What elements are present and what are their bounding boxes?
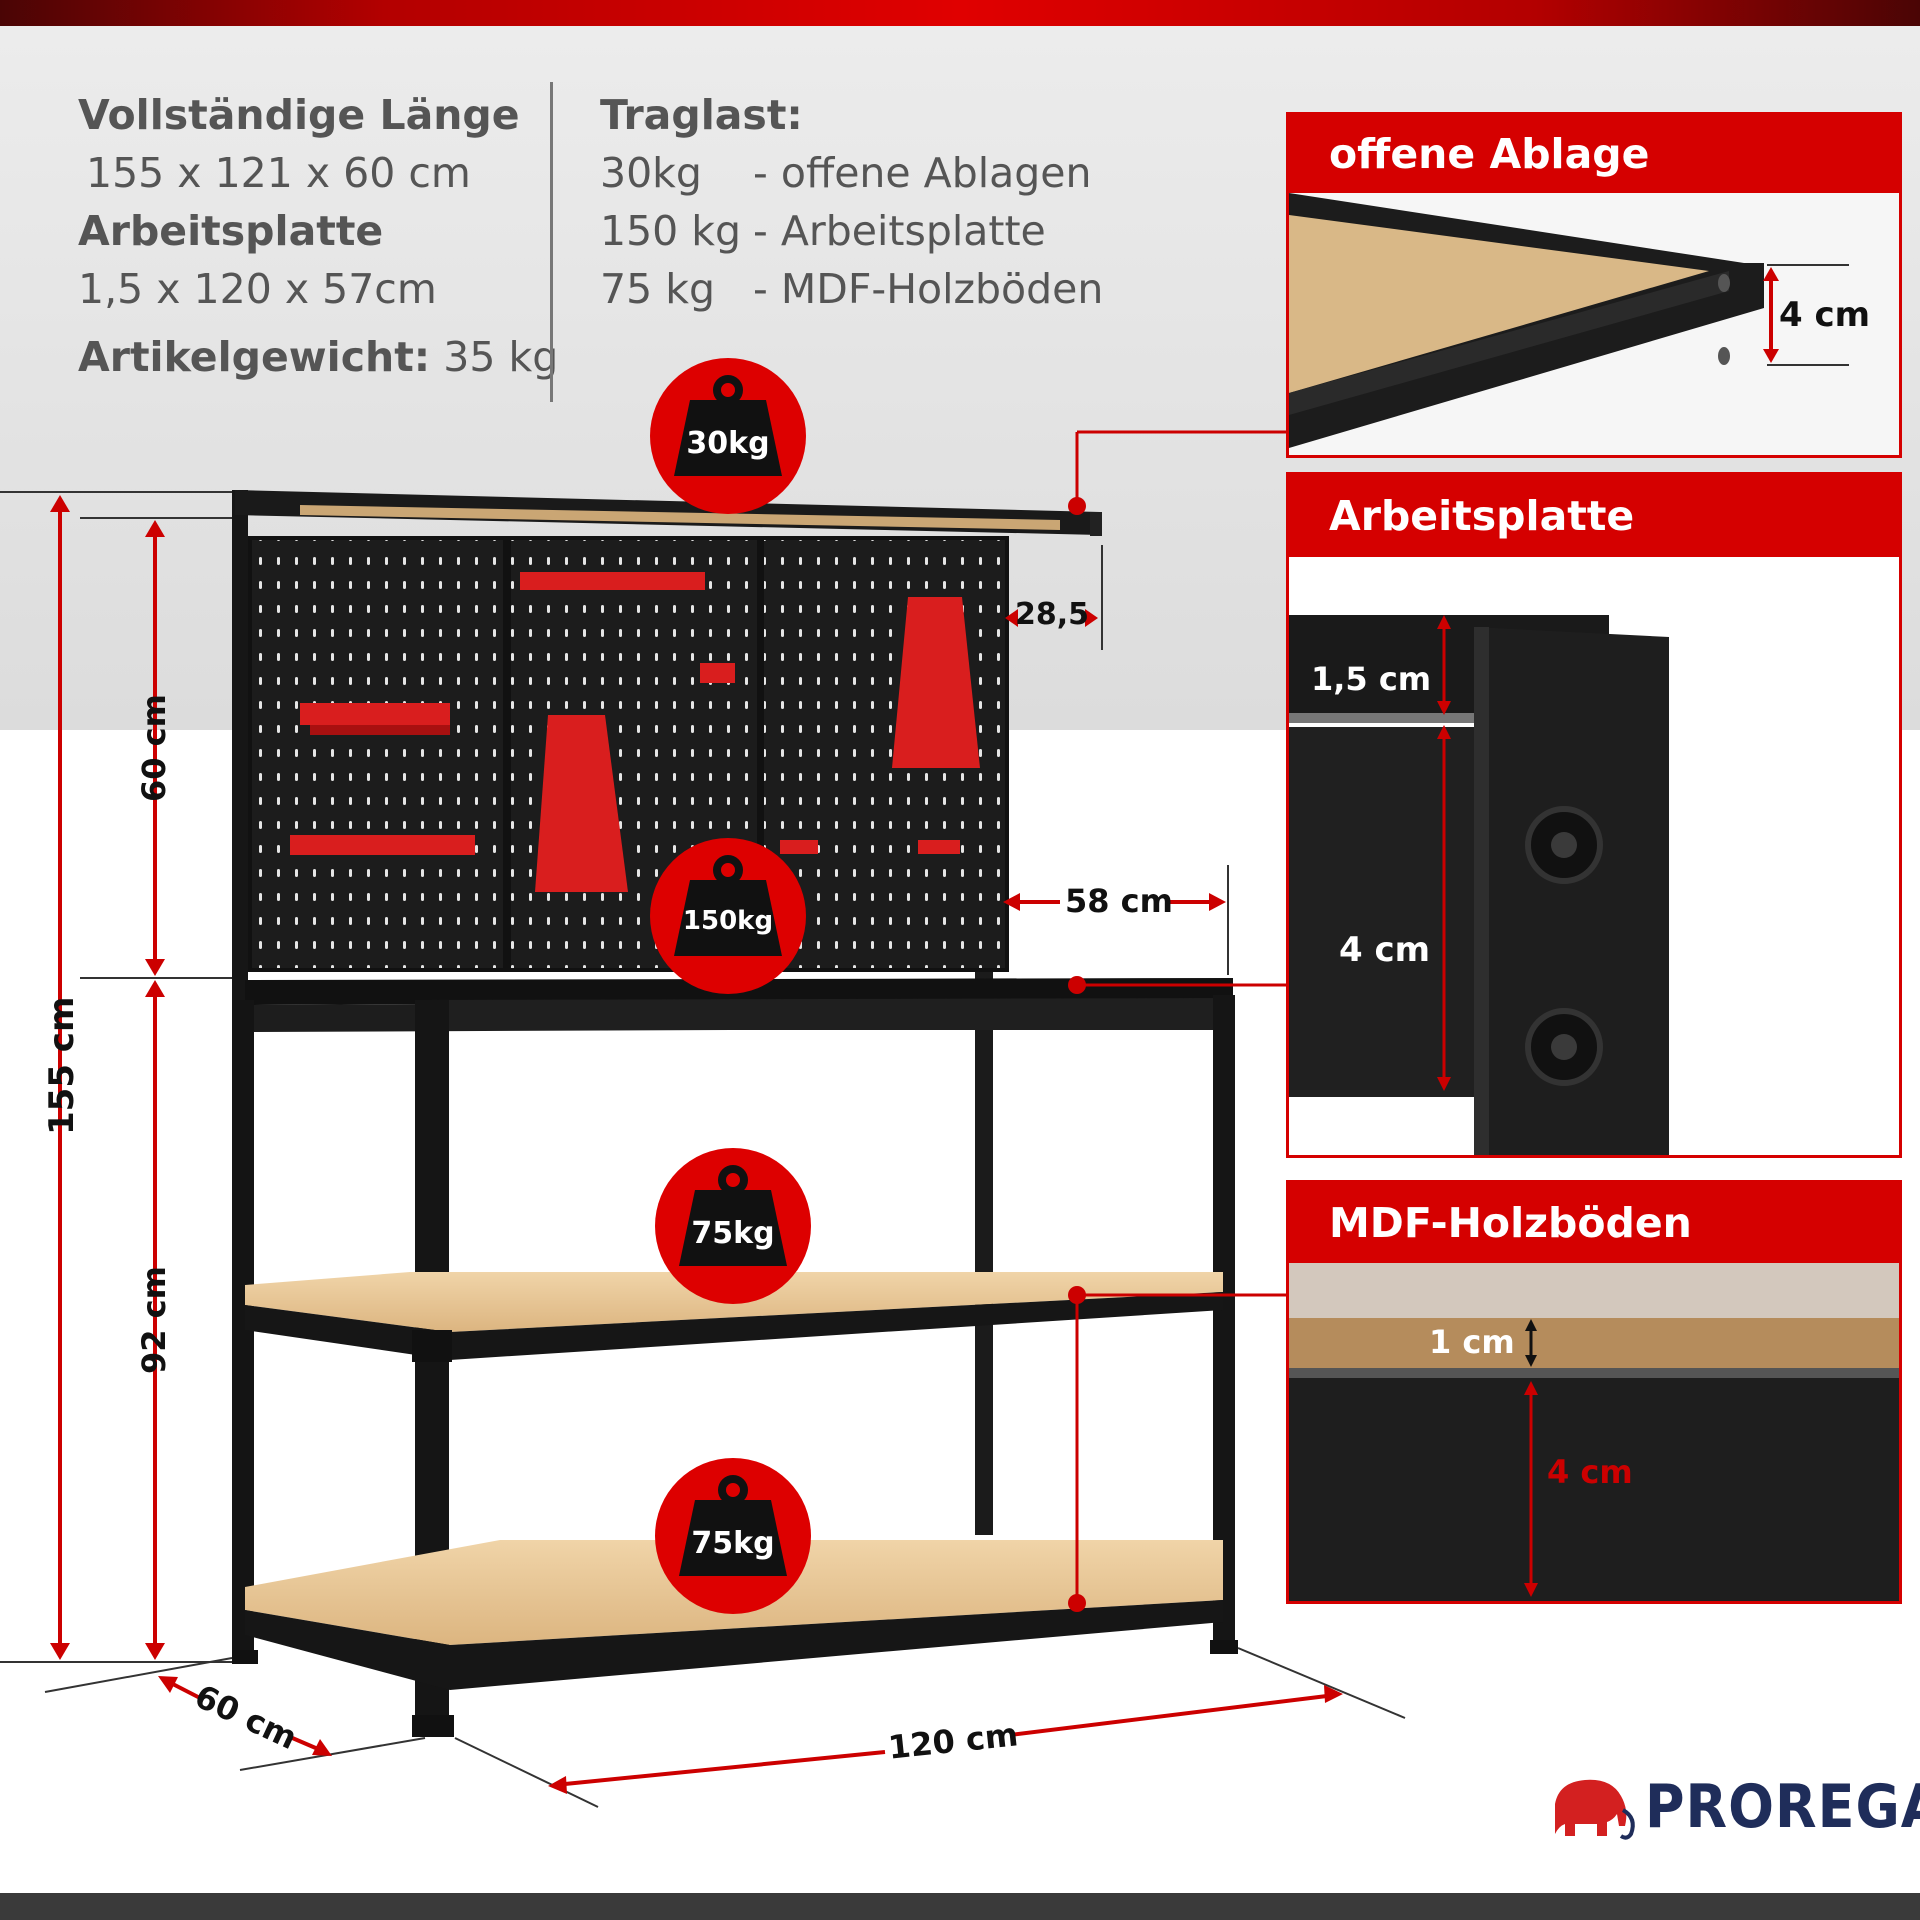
weight-icon [679, 1165, 787, 1266]
specs-divider [550, 82, 553, 402]
load-badge-bottom: 75kg [655, 1458, 811, 1614]
badge-label: 30kg [686, 426, 770, 461]
load-kg: 30kg [600, 149, 702, 197]
panel-title: Arbeitsplatte [1289, 475, 1899, 557]
dim-upper-height: 60 cm [135, 694, 173, 802]
mdf-detail-image [1289, 1263, 1899, 1601]
spec-worktop-label: Arbeitsplatte [78, 207, 384, 255]
detail-panel-open-shelf: offene Ablage 4 cm [1286, 112, 1902, 458]
panel-dim-top: 1 cm [1429, 1323, 1515, 1361]
badge-label: 150kg [682, 906, 774, 936]
top-accent-bar [0, 0, 1920, 26]
specs-block: Vollständige Länge 155 x 121 x 60 cm Arb… [78, 86, 558, 386]
spec-length-value: 155 x 121 x 60 cm [86, 149, 471, 197]
detail-panel-worktop: Arbeitsplatte 1,5 cm 4 cm [1286, 472, 1902, 1158]
load-desc: - offene Ablagen [753, 149, 1092, 197]
mammoth-logo-icon [1555, 1779, 1635, 1840]
panel-dim-bottom: 4 cm [1339, 930, 1431, 970]
detail-panel-mdf: MDF-Holzböden 1 cm 4 cm [1286, 1180, 1902, 1604]
weight-icon [679, 1475, 787, 1576]
spec-weight-label: Artikelgewicht: [78, 333, 431, 381]
panel-dim-top: 1,5 cm [1311, 660, 1432, 698]
panel-title: offene Ablage [1289, 115, 1899, 193]
spec-weight: Artikelgewicht: 35 kg [78, 328, 558, 386]
weight-icon [674, 375, 782, 476]
brand-name: PROREGAL [1645, 1772, 1920, 1842]
open-shelf-detail-image [1289, 193, 1899, 455]
badge-label: 75kg [691, 1216, 775, 1251]
load-badge-top: 30kg [650, 358, 806, 514]
load-badge-middle: 75kg [655, 1148, 811, 1304]
load-row: 75 kg - MDF-Holzböden [600, 260, 1103, 318]
load-desc: - MDF-Holzböden [753, 265, 1104, 313]
dim-shelf-depth: 28,5 [1015, 597, 1090, 632]
weight-icon [674, 855, 782, 956]
load-desc: - Arbeitsplatte [753, 207, 1046, 255]
panel-title: MDF-Holzböden [1289, 1183, 1899, 1263]
load-kg: 75 kg [600, 265, 715, 313]
badge-label: 75kg [691, 1526, 775, 1561]
load-badge-worktop: 150kg [650, 838, 806, 994]
spec-weight-value: 35 kg [443, 333, 559, 381]
bottom-bar [0, 1893, 1920, 1920]
dim-upper-depth: 58 cm [1065, 882, 1173, 920]
load-block: Traglast: 30kg - offene Ablagen 150 kg -… [600, 86, 1103, 318]
panel-dim-bottom: 4 cm [1547, 1453, 1633, 1491]
panel-dim: 4 cm [1779, 295, 1871, 335]
load-kg: 150 kg [600, 207, 742, 255]
load-row: 150 kg - Arbeitsplatte [600, 202, 1103, 260]
spec-length-label: Vollständige Länge [78, 91, 520, 139]
load-row: 30kg - offene Ablagen [600, 144, 1103, 202]
dim-lower-height: 92 cm [135, 1266, 173, 1374]
dim-total-height: 155 cm [42, 996, 82, 1135]
worktop-detail-image [1289, 557, 1899, 1155]
spec-worktop-value: 1,5 x 120 x 57cm [78, 265, 437, 313]
load-title: Traglast: [600, 91, 803, 139]
